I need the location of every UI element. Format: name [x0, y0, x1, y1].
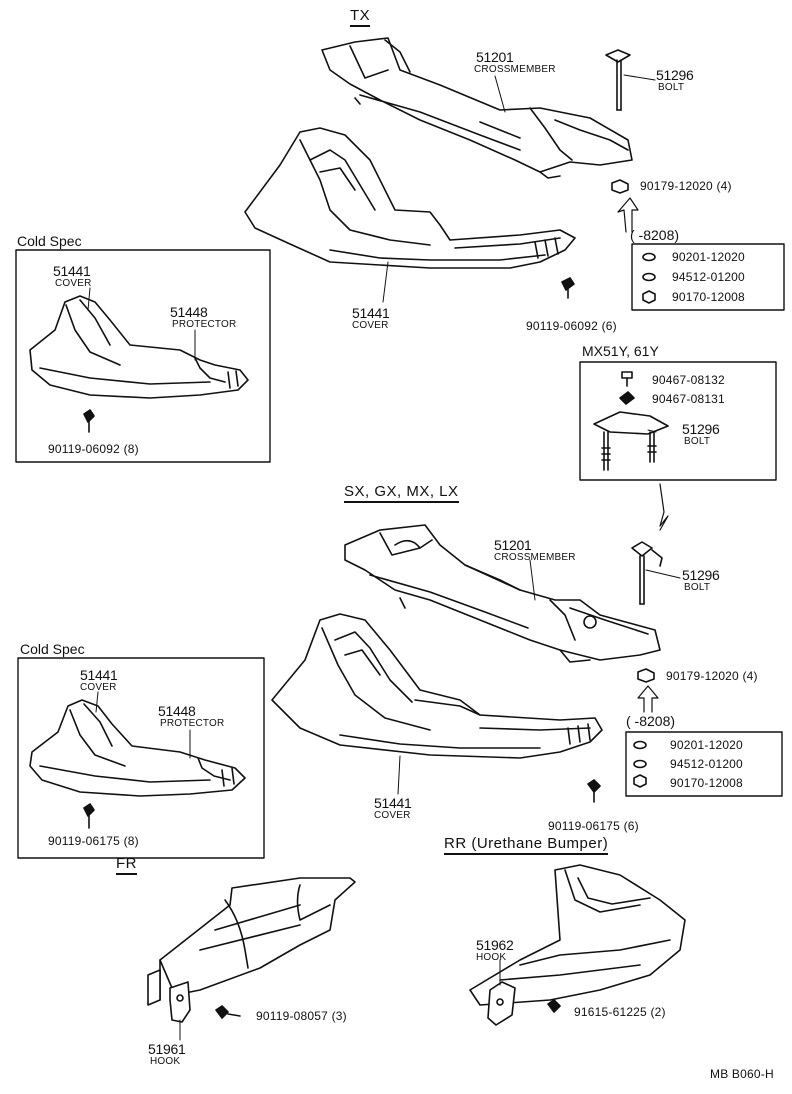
tx-screw-part-no: 90119-06092 (6)	[526, 319, 617, 333]
tx-bolt-part-name: BOLT	[658, 82, 685, 93]
tx-kit-item-3: 90170-12008	[672, 290, 745, 304]
mx-bolt-part-no: 51296	[682, 421, 720, 437]
mx51y-drawing	[579, 361, 777, 531]
tx-crossmember-drawing	[321, 37, 633, 179]
tx-cover-part-no: 51441	[352, 305, 390, 321]
leader-lines	[87, 74, 681, 1041]
sx-screw-drawing	[587, 779, 601, 803]
cold-spec-2-heading: Cold Spec	[20, 641, 85, 657]
tx-nut-drawing	[611, 179, 639, 233]
cs2-protector-part-name: PROTECTOR	[160, 718, 225, 729]
cold-spec-1-heading: Cold Spec	[17, 233, 82, 249]
cs1-protector-part-name: PROTECTOR	[172, 319, 237, 330]
tx-bolt-part-no: 51296	[656, 67, 694, 83]
cs1-protector-part-no: 51448	[170, 304, 208, 320]
cs1-screw-part-no: 90119-06092 (8)	[48, 442, 139, 456]
section-fr-heading: FR	[116, 856, 137, 875]
tx-kit-drawing	[631, 243, 785, 311]
cs2-screw-part-no: 90119-06175 (8)	[48, 834, 139, 848]
sx-cover-part-no: 51441	[374, 795, 412, 811]
sx-screw-part-no: 90119-06175 (6)	[548, 819, 639, 833]
fr-hook-part-no: 51961	[148, 1041, 186, 1057]
sx-nut-drawing	[637, 668, 659, 713]
diagram-code: MB B060-H	[710, 1067, 774, 1081]
fr-screw-part-no: 90119-08057 (3)	[256, 1009, 347, 1023]
tx-nut-part-no: 90179-12020 (4)	[640, 179, 732, 193]
rr-hook-part-name: HOOK	[476, 952, 507, 963]
cs2-cover-part-no: 51441	[80, 667, 118, 683]
mx-bolt-part-name: BOLT	[684, 436, 711, 447]
tx-crossmember-part-name: CROSSMEMBER	[474, 64, 556, 75]
sx-bolt-part-no: 51296	[682, 567, 720, 583]
cold-spec-1-drawing	[15, 249, 271, 463]
rr-screw-part-no: 91615-61225 (2)	[574, 1005, 666, 1019]
section-tx-heading: TX	[350, 8, 371, 27]
mx-bolt-a-part-no: 90467-08132	[652, 373, 725, 387]
cs2-cover-part-name: COVER	[80, 682, 117, 693]
sx-kit-item-2: 94512-01200	[670, 757, 743, 771]
cs1-cover-part-name: COVER	[55, 278, 92, 289]
rr-bumper-drawing	[469, 864, 686, 1026]
sx-kit-item-3: 90170-12008	[670, 776, 743, 790]
section-sx-heading: SX, GX, MX, LX	[344, 484, 459, 503]
sx-bolt-part-name: BOLT	[684, 582, 711, 593]
cs2-protector-part-no: 51448	[158, 703, 196, 719]
tx-date-bracket: ( -8208)	[630, 227, 680, 243]
sx-kit-item-1: 90201-12020	[670, 738, 743, 752]
mx-bolt-b-part-no: 90467-08131	[652, 392, 725, 406]
cold-spec-2-drawing	[17, 657, 265, 859]
fr-bumper-drawing	[147, 877, 356, 1023]
tx-kit-item-2: 94512-01200	[672, 270, 745, 284]
tx-screw-drawing	[561, 277, 575, 299]
cs1-cover-part-no: 51441	[53, 263, 91, 279]
sx-kit-drawing	[625, 731, 783, 797]
section-rr-heading: RR (Urethane Bumper)	[444, 836, 609, 855]
section-mx51y-heading: MX51Y, 61Y	[582, 343, 659, 359]
sx-bolt-drawing	[631, 541, 663, 605]
sx-cover-part-name: COVER	[374, 810, 411, 821]
sx-crossmember-part-name: CROSSMEMBER	[494, 552, 576, 563]
sx-date-bracket: ( -8208)	[626, 713, 676, 729]
tx-crossmember-part-no: 51201	[476, 49, 514, 65]
tx-cover-drawing	[244, 127, 576, 269]
fr-hook-part-name: HOOK	[150, 1056, 181, 1067]
rr-hook-part-no: 51962	[476, 937, 514, 953]
tx-kit-item-1: 90201-12020	[672, 250, 745, 264]
sx-crossmember-part-no: 51201	[494, 537, 532, 553]
tx-cover-part-name: COVER	[352, 320, 389, 331]
sx-cover-drawing	[271, 613, 603, 759]
sx-nut-part-no: 90179-12020 (4)	[666, 669, 758, 683]
sx-crossmember-drawing	[344, 524, 661, 663]
tx-bolt-drawing	[605, 49, 631, 111]
